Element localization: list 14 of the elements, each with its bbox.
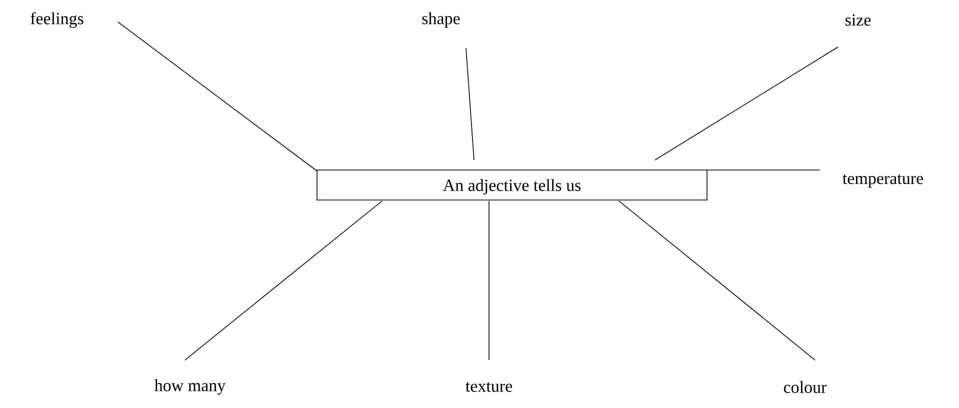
word-label: how many (154, 379, 226, 395)
word-label: size (845, 14, 871, 26)
connector-line (184, 200, 382, 360)
word-label: texture (466, 382, 512, 392)
connector-line (654, 46, 838, 160)
word-label: feelings (30, 12, 84, 28)
word-label: colour (784, 381, 827, 393)
connector-line (488, 200, 490, 360)
connector-line (618, 200, 816, 360)
word-label: shape (422, 12, 460, 28)
connector-line (466, 48, 474, 160)
connector-line (118, 22, 318, 172)
text-box: An adjective tells us (316, 170, 708, 200)
word-label: temperature (842, 174, 924, 188)
